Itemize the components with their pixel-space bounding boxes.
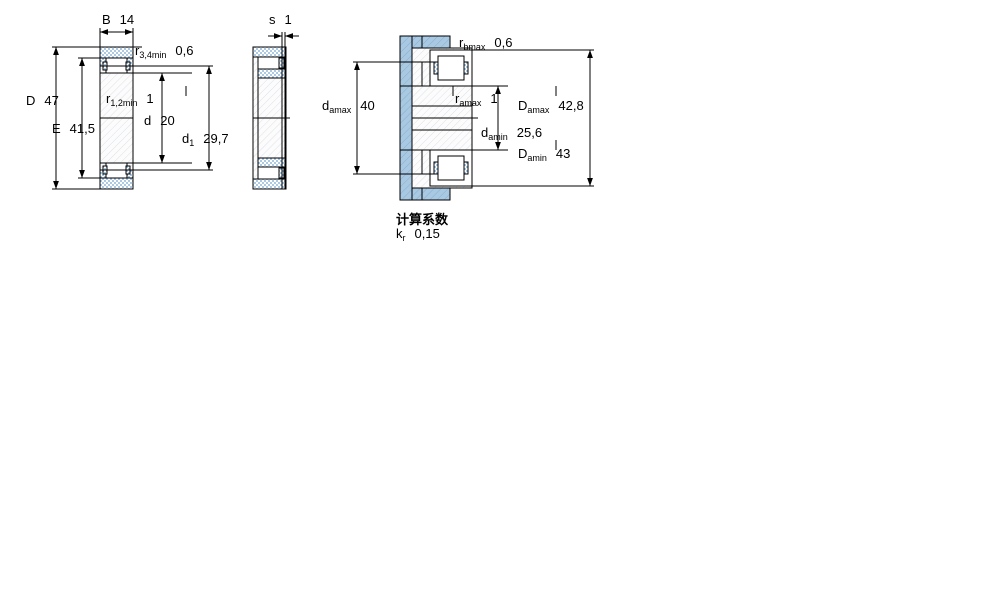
dim-Da <box>472 49 594 187</box>
dim-d1 <box>133 65 213 171</box>
dim-D <box>52 46 100 190</box>
dim-damin <box>472 85 508 151</box>
dim-E <box>78 57 100 179</box>
side-bearing-section <box>252 46 290 190</box>
dim-B <box>99 28 134 47</box>
abutment-section <box>399 35 478 201</box>
main-bearing-section <box>99 46 134 190</box>
dim-s <box>268 32 299 47</box>
dim-d <box>133 72 192 164</box>
calculation-factor-heading: 计算系数 <box>396 213 449 228</box>
dim-damax <box>353 61 412 175</box>
